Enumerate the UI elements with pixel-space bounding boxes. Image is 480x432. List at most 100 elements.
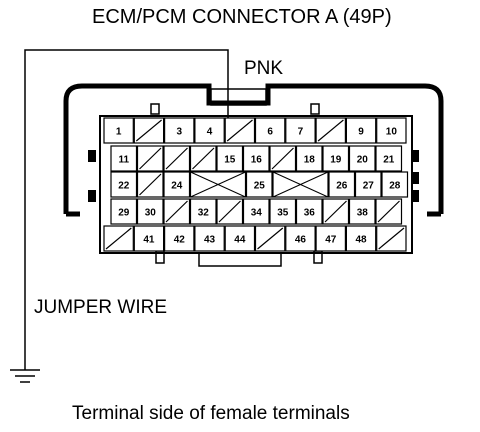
terminal-cell [272, 171, 329, 198]
connector-side-marks [88, 150, 419, 202]
terminal-number: 9 [358, 127, 364, 138]
terminal-cell: 15 [216, 145, 244, 172]
terminal-cell [216, 198, 244, 225]
terminal-number: 43 [204, 235, 216, 246]
terminal-cell: 7 [285, 117, 316, 144]
terminal-cell: 44 [224, 225, 256, 252]
blank-terminal-slash [139, 147, 162, 170]
terminal-cell: 42 [164, 225, 195, 252]
terminal-number: 22 [118, 181, 130, 192]
terminal-number: 24 [171, 181, 183, 192]
blank-terminal-slash [135, 119, 162, 142]
terminal-cell: 34 [242, 198, 270, 225]
terminal-cell: 1 [103, 117, 134, 144]
terminal-cell: 47 [315, 225, 347, 252]
terminal-cell [133, 117, 165, 144]
terminal-cell [322, 198, 350, 225]
terminal-cell [136, 145, 164, 172]
terminal-cell [163, 198, 191, 225]
terminal-cell [224, 117, 256, 144]
terminal-cell: 38 [348, 198, 376, 225]
blank-terminal-slash [271, 147, 294, 170]
terminal-cell: 46 [285, 225, 316, 252]
terminal-number: 10 [386, 127, 398, 138]
terminal-number: 7 [298, 127, 304, 138]
terminal-cell: 36 [295, 198, 323, 225]
terminal-cell: 29 [110, 198, 138, 225]
terminal-cell [315, 117, 347, 144]
terminal-cell: 32 [189, 198, 217, 225]
terminal-cell: 6 [254, 117, 286, 144]
terminal-block [99, 115, 413, 254]
terminal-number: 34 [251, 208, 263, 219]
terminal-number: 26 [336, 181, 348, 192]
terminal-number: 38 [357, 208, 369, 219]
terminal-cell [376, 225, 407, 252]
terminal-cell: 28 [381, 171, 409, 198]
terminal-cell [136, 171, 164, 198]
blank-terminal-slash [165, 147, 188, 170]
terminal-number: 27 [363, 181, 375, 192]
terminal-cell: 43 [194, 225, 225, 252]
blank-terminal-slash [192, 147, 215, 170]
view-caption: Terminal side of female terminals [72, 403, 350, 424]
terminal-number: 6 [267, 127, 273, 138]
terminal-number: 44 [234, 235, 246, 246]
terminal-number: 46 [295, 235, 307, 246]
terminal-number: 30 [145, 208, 157, 219]
terminal-number: 11 [118, 155, 129, 166]
terminal-cell [254, 225, 286, 252]
terminal-number: 16 [251, 155, 263, 166]
terminal-number: 48 [355, 235, 367, 246]
blank-terminal-slash [105, 227, 132, 250]
terminal-cell: 9 [345, 117, 377, 144]
terminal-cell: 19 [322, 145, 350, 172]
blank-terminal-slash [218, 200, 241, 223]
terminal-number: 36 [304, 208, 316, 219]
wire-color-label: PNK [244, 58, 284, 79]
terminal-cell [189, 171, 247, 198]
terminal-number: 35 [277, 208, 289, 219]
blank-terminal-slash [378, 227, 405, 250]
terminal-cell: 26 [328, 171, 356, 198]
terminal-cell: 24 [163, 171, 191, 198]
jumper-wire-label: JUMPER WIRE [34, 297, 167, 318]
blank-terminal-slash [226, 119, 253, 142]
terminal-number: 18 [304, 155, 316, 166]
terminal-cell: 18 [295, 145, 323, 172]
terminal-cell [163, 145, 191, 172]
terminal-cell: 16 [242, 145, 270, 172]
terminal-number: 32 [198, 208, 210, 219]
terminal-number: 41 [143, 235, 155, 246]
diagram-title: ECM/PCM CONNECTOR A (49P) [92, 6, 392, 28]
terminal-number: 3 [176, 127, 182, 138]
terminal-number: 47 [325, 235, 337, 246]
ground-icon [10, 369, 40, 383]
terminal-cell [269, 145, 297, 172]
terminal-number: 29 [118, 208, 130, 219]
terminal-number: 28 [389, 181, 401, 192]
terminal-cell: 21 [375, 145, 403, 172]
blank-terminal-slash [257, 227, 284, 250]
terminal-cell: 35 [269, 198, 297, 225]
terminal-cell: 10 [376, 117, 407, 144]
blank-terminal-slash [165, 200, 188, 223]
terminal-number: 19 [330, 155, 342, 166]
terminal-cell: 30 [136, 198, 164, 225]
connector-shell [63, 83, 444, 267]
blank-terminal-slash [377, 200, 400, 223]
terminal-cell: 3 [164, 117, 195, 144]
terminal-cell: 22 [110, 171, 138, 198]
blank-terminal-slash [324, 200, 347, 223]
terminal-cell: 25 [245, 171, 273, 198]
terminal-number: 20 [357, 155, 369, 166]
terminal-cell: 48 [345, 225, 377, 252]
terminal-cell: 11 [110, 145, 138, 172]
terminal-cell: 20 [348, 145, 376, 172]
terminal-number: 25 [254, 181, 266, 192]
terminal-cell [375, 198, 403, 225]
blank-terminal-slash [317, 119, 344, 142]
terminal-number: 15 [224, 155, 236, 166]
